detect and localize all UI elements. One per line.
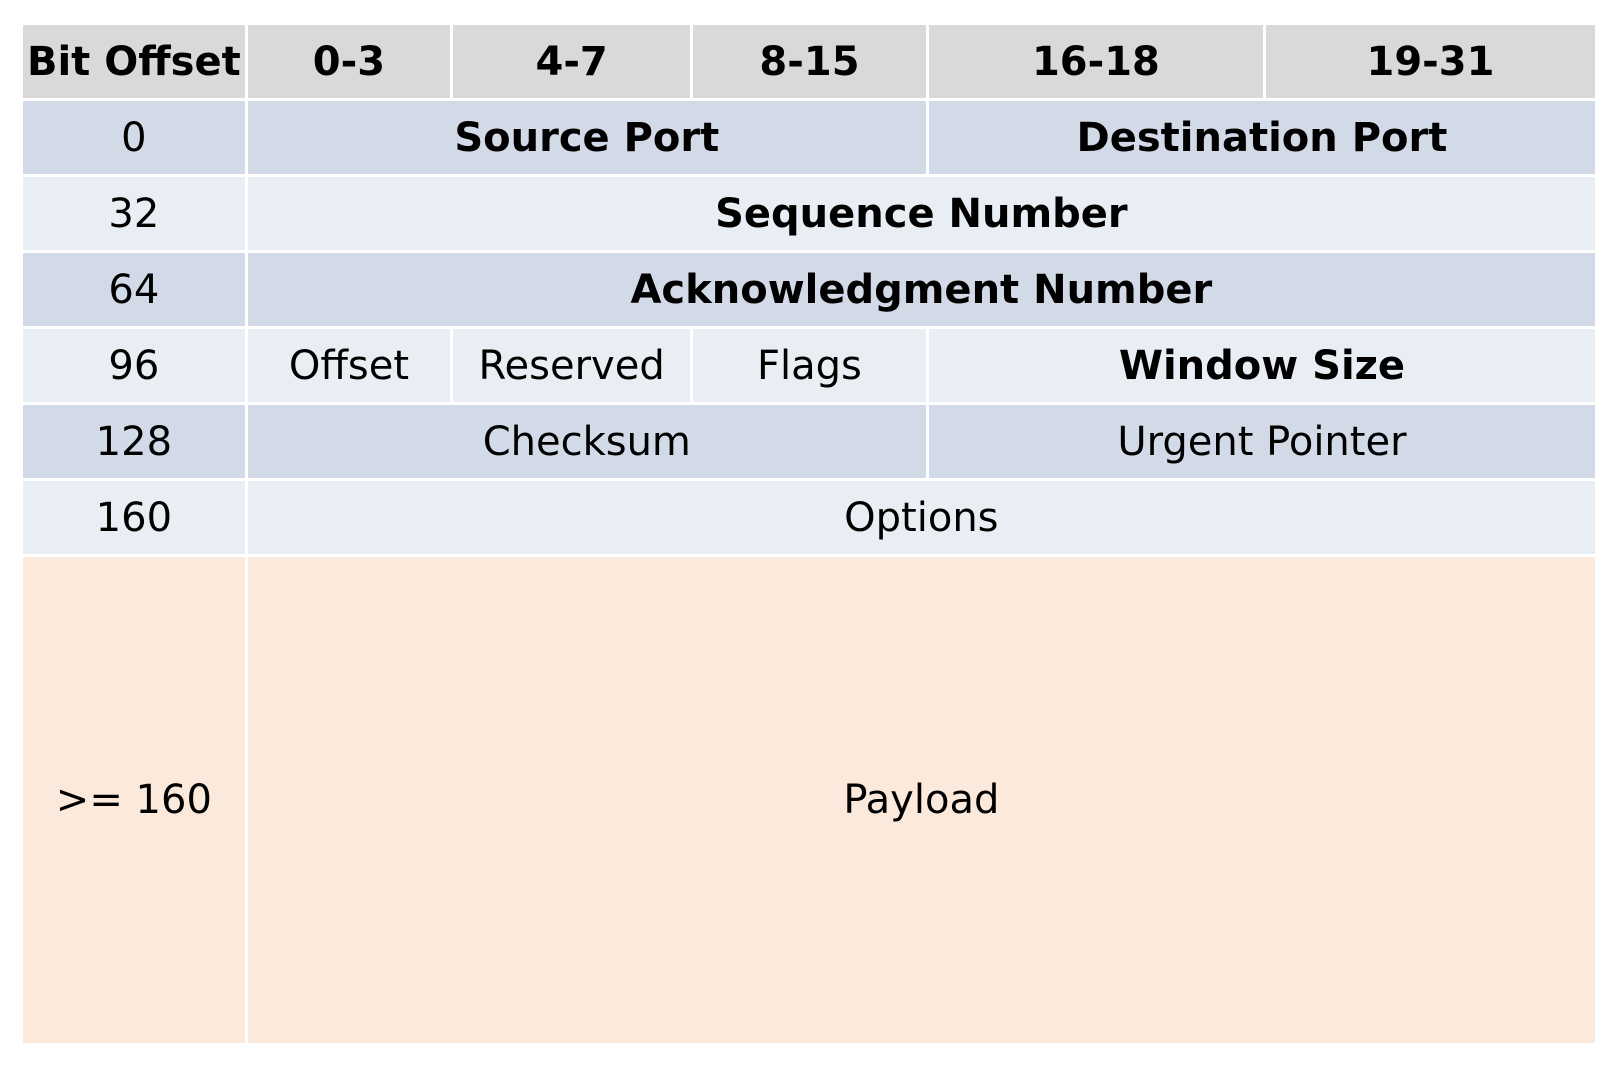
- bit-offset-cell: 96: [20, 326, 248, 405]
- bit-offset-cell: 64: [20, 250, 248, 329]
- header-bit-offset: Bit Offset: [20, 22, 248, 101]
- field-acknowledgment-number: Acknowledgment Number: [244, 250, 1599, 329]
- bit-offset-cell: 0: [20, 98, 248, 177]
- bit-offset-cell: 160: [20, 478, 248, 557]
- header-bits-4-7: 4-7: [450, 22, 694, 101]
- header-bits-0-3: 0-3: [244, 22, 454, 101]
- field-urgent-pointer: Urgent Pointer: [925, 402, 1599, 481]
- table-row: 160 Options: [20, 478, 1599, 557]
- field-sequence-number: Sequence Number: [244, 174, 1599, 253]
- header-bits-16-18: 16-18: [925, 22, 1266, 101]
- field-source-port: Source Port: [244, 98, 929, 177]
- table-row: 0 Source Port Destination Port: [20, 98, 1599, 177]
- field-checksum: Checksum: [244, 402, 929, 481]
- field-flags: Flags: [690, 326, 929, 405]
- field-data-offset: Offset: [244, 326, 454, 405]
- field-reserved: Reserved: [450, 326, 694, 405]
- table-row: >= 160 Payload: [20, 554, 1599, 1046]
- table-row: 64 Acknowledgment Number: [20, 250, 1599, 329]
- header-bits-19-31: 19-31: [1262, 22, 1599, 101]
- field-destination-port: Destination Port: [925, 98, 1599, 177]
- table-row: 32 Sequence Number: [20, 174, 1599, 253]
- bit-offset-cell: 128: [20, 402, 248, 481]
- header-row: Bit Offset 0-3 4-7 8-15 16-18 19-31: [20, 22, 1599, 101]
- table-row: 128 Checksum Urgent Pointer: [20, 402, 1599, 481]
- tcp-header-table: Bit Offset 0-3 4-7 8-15 16-18 19-31 0 So…: [20, 22, 1599, 1046]
- field-window-size: Window Size: [925, 326, 1599, 405]
- field-payload: Payload: [244, 554, 1599, 1046]
- header-bits-8-15: 8-15: [690, 22, 929, 101]
- field-options: Options: [244, 478, 1599, 557]
- bit-offset-cell: 32: [20, 174, 248, 253]
- bit-offset-cell: >= 160: [20, 554, 248, 1046]
- table-row: 96 Offset Reserved Flags Window Size: [20, 326, 1599, 405]
